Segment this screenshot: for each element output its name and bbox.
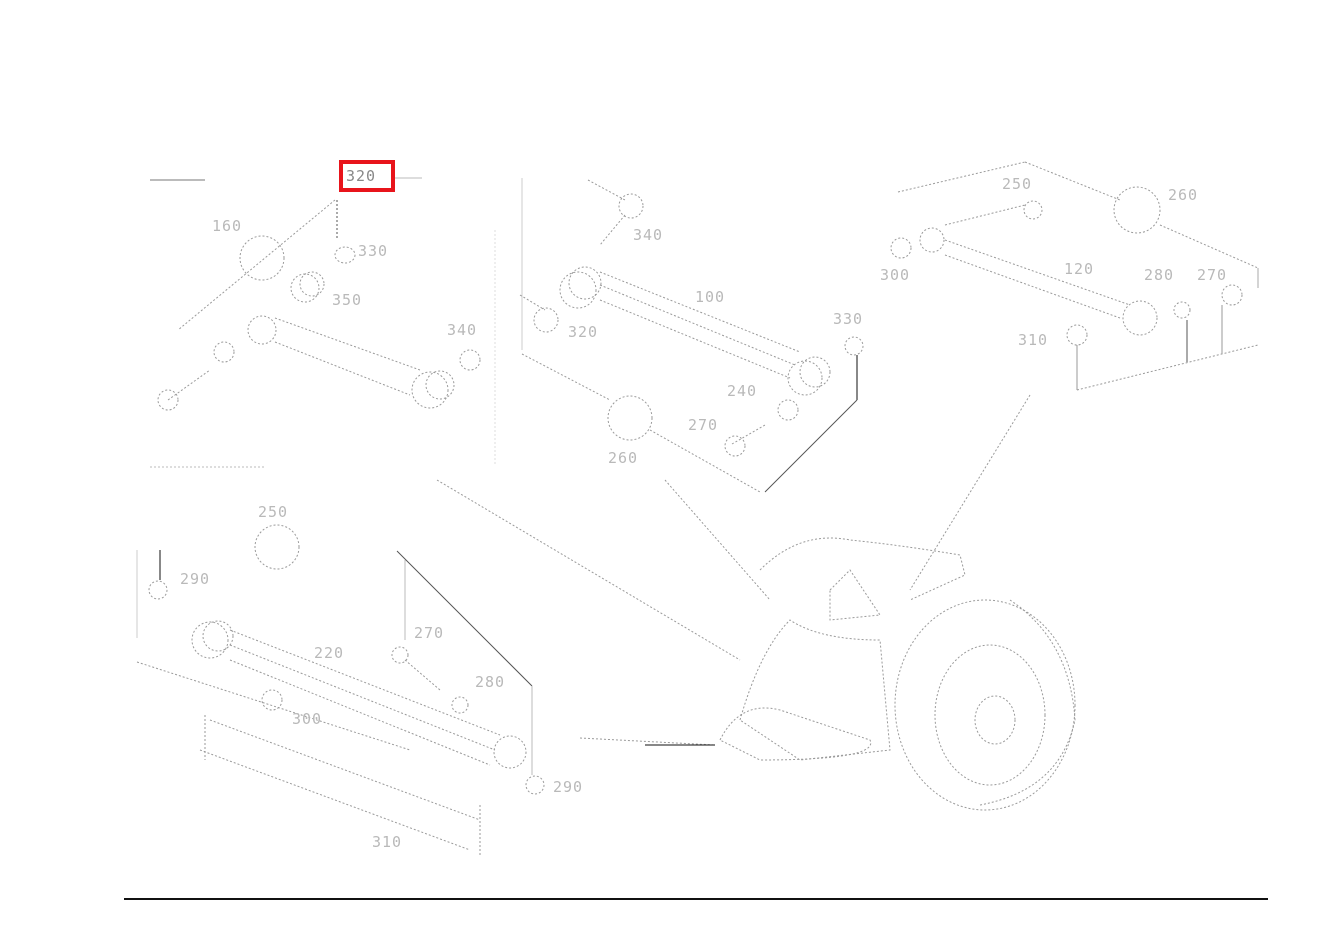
callout-label[interactable]: 310 xyxy=(372,833,403,851)
callout-label[interactable]: 320 xyxy=(568,323,599,341)
callout-label[interactable]: 250 xyxy=(1002,175,1033,193)
callout-label[interactable]: 100 xyxy=(695,288,726,306)
highlight-box[interactable] xyxy=(339,160,395,192)
callout-label[interactable]: 340 xyxy=(633,226,664,244)
callout-label[interactable]: 290 xyxy=(553,778,584,796)
callout-label[interactable]: 270 xyxy=(688,416,719,434)
callout-label[interactable]: 350 xyxy=(332,291,363,309)
callout-label[interactable]: 250 xyxy=(258,503,289,521)
callout-label[interactable]: 320 xyxy=(346,167,377,185)
callout-label[interactable]: 280 xyxy=(475,673,506,691)
callout-label[interactable]: 300 xyxy=(880,266,911,284)
callout-label[interactable]: 260 xyxy=(608,449,639,467)
callout-label[interactable]: 260 xyxy=(1168,186,1199,204)
callout-label[interactable]: 310 xyxy=(1018,331,1049,349)
callout-label[interactable]: 270 xyxy=(414,624,445,642)
callout-label[interactable]: 300 xyxy=(292,710,323,728)
callout-label[interactable]: 120 xyxy=(1064,260,1095,278)
callout-label[interactable]: 220 xyxy=(314,644,345,662)
callout-label[interactable]: 270 xyxy=(1197,266,1228,284)
footer-rule xyxy=(124,898,1268,900)
callout-label[interactable]: 290 xyxy=(180,570,211,588)
callout-label[interactable]: 330 xyxy=(833,310,864,328)
callout-label[interactable]: 330 xyxy=(358,242,389,260)
callout-label[interactable]: 160 xyxy=(212,217,243,235)
callout-label[interactable]: 280 xyxy=(1144,266,1175,284)
callout-label[interactable]: 240 xyxy=(727,382,758,400)
callout-label[interactable]: 340 xyxy=(447,321,478,339)
